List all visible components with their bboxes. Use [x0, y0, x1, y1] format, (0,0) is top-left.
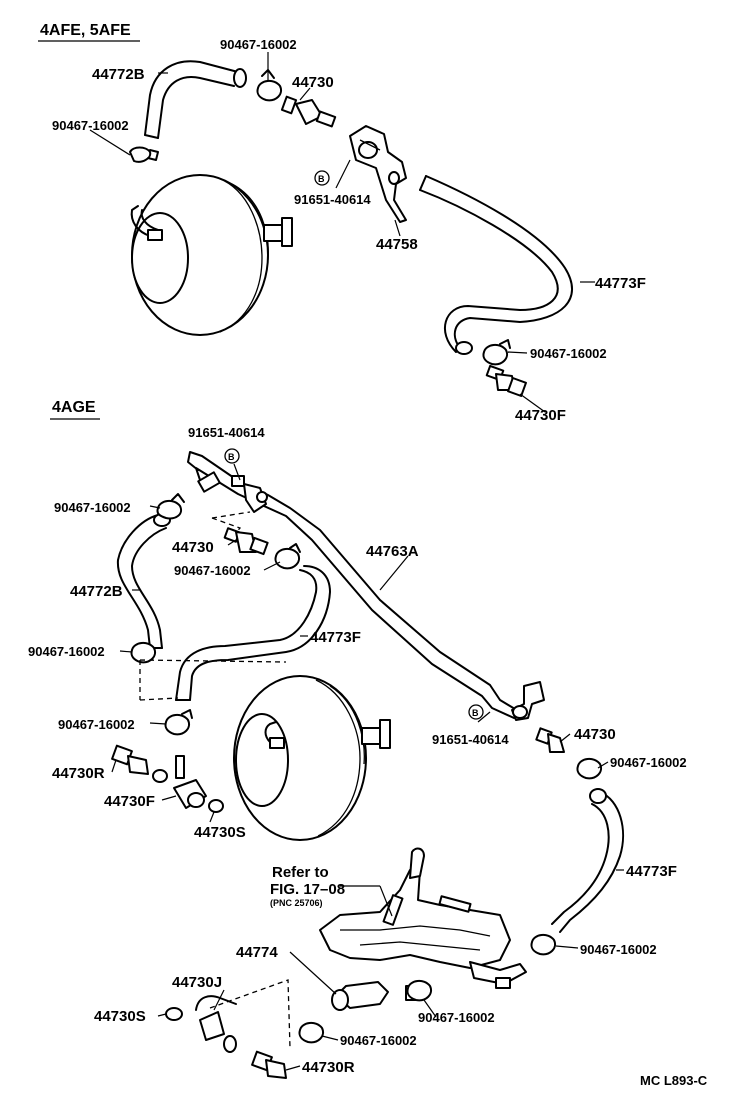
bolt-badge-letter: B	[318, 174, 325, 184]
hose-clamp-left-upper	[156, 493, 185, 520]
label-91651-bottom-b: 91651-40614	[432, 732, 509, 747]
hose-clamp-top-left	[129, 146, 159, 163]
bracket-44758	[349, 125, 407, 223]
diagram-code: MC L893-C	[640, 1073, 708, 1088]
label-44730s-lower: 44730S	[94, 1008, 146, 1025]
bolt-badge-top	[314, 170, 330, 186]
hose-clamp-top-right	[482, 339, 511, 366]
label-clamp-bottom-f: 90467-16002	[580, 942, 657, 957]
label-44772b-bottom: 44772B	[70, 583, 123, 600]
hose-clamp-left-lower	[164, 709, 193, 736]
hose-clamp-right-upper	[576, 758, 602, 780]
label-clamp-top-a: 90467-16002	[220, 37, 297, 52]
label-clamp-bottom-h: 90467-16002	[418, 1010, 495, 1025]
brake-booster-top	[130, 174, 293, 336]
label-clamp-bottom-d: 90467-16002	[58, 717, 135, 732]
label-91651-top: 91651-40614	[294, 192, 371, 207]
hose-44772b-top	[144, 60, 239, 139]
bolt-badge-bottom-b	[468, 704, 484, 720]
label-refer-fig: FIG. 17–08	[270, 881, 345, 898]
hose-44773f-top	[419, 175, 573, 353]
label-44730-mid: 44730	[172, 539, 214, 556]
label-refer-pnc: (PNC 25706)	[270, 898, 323, 908]
hose-clamp-top-mid	[256, 69, 282, 102]
label-clamp-bottom-g: 90467-16002	[340, 1033, 417, 1048]
label-44773f-top: 44773F	[595, 275, 646, 292]
label-refer-to: Refer to	[272, 864, 329, 881]
brake-booster-bottom	[233, 675, 391, 841]
label-44730-right: 44730	[574, 726, 616, 743]
label-44773f-mid: 44773F	[310, 629, 361, 646]
label-44730r: 44730R	[52, 765, 105, 782]
vacuum-filter-44774	[331, 981, 419, 1011]
check-valve-44730-top	[280, 95, 337, 128]
label-91651-bottom-a: 91651-40614	[188, 425, 265, 440]
bolt-badge-bottom-a	[224, 448, 240, 464]
check-valve-group-lower	[165, 995, 287, 1079]
check-valve-group-left	[111, 744, 224, 813]
intake-manifold-assembly	[319, 847, 527, 989]
check-valve-44730-right	[535, 727, 565, 753]
label-44763a: 44763A	[366, 543, 419, 560]
label-44730r-lower: 44730R	[302, 1059, 355, 1076]
hose-clamp-mid	[274, 543, 301, 570]
label-clamp-bottom-c: 90467-16002	[28, 644, 105, 659]
section-title-4afe-5afe: 4AFE, 5AFE	[40, 22, 131, 39]
label-clamp-bottom-e: 90467-16002	[610, 755, 687, 770]
pipe-44763a	[187, 451, 521, 719]
label-44730j: 44730J	[172, 974, 222, 991]
pipe-connector-upper	[197, 471, 268, 513]
hose-44773f-mid	[175, 565, 331, 701]
label-44730s: 44730S	[194, 824, 246, 841]
label-44730f-top: 44730F	[515, 407, 566, 424]
label-44730f-bottom: 44730F	[104, 793, 155, 810]
section-title-4age: 4AGE	[52, 399, 96, 416]
hose-clamp-lower-center	[406, 980, 432, 1002]
section-4afe-5afe: 4AFE, 5AFE	[38, 22, 646, 424]
label-clamp-top-c: 90467-16002	[530, 346, 607, 361]
hose-44772b-bottom	[116, 514, 167, 649]
label-44772b-top: 44772B	[92, 66, 145, 83]
label-44774: 44774	[236, 944, 278, 961]
label-44730-top: 44730	[292, 74, 334, 91]
label-clamp-bottom-a: 90467-16002	[54, 500, 131, 515]
label-44773f-right: 44773F	[626, 863, 677, 880]
label-44758: 44758	[376, 236, 418, 253]
hose-clamp-lower-left	[298, 1022, 324, 1044]
label-clamp-top-b: 90467-16002	[52, 118, 129, 133]
hose-clamp-right-lower	[530, 934, 556, 956]
hose-clamp-left-mid	[130, 642, 156, 664]
bolt-badge-letter: B	[472, 708, 479, 718]
bolt-badge-letter: B	[228, 452, 235, 462]
hose-44773f-right	[551, 791, 625, 933]
section-4age: 4AGE	[28, 399, 687, 1079]
check-valve-44730f-top	[485, 364, 527, 397]
label-clamp-bottom-b: 90467-16002	[174, 563, 251, 578]
check-valve-44730-mid	[223, 527, 269, 556]
